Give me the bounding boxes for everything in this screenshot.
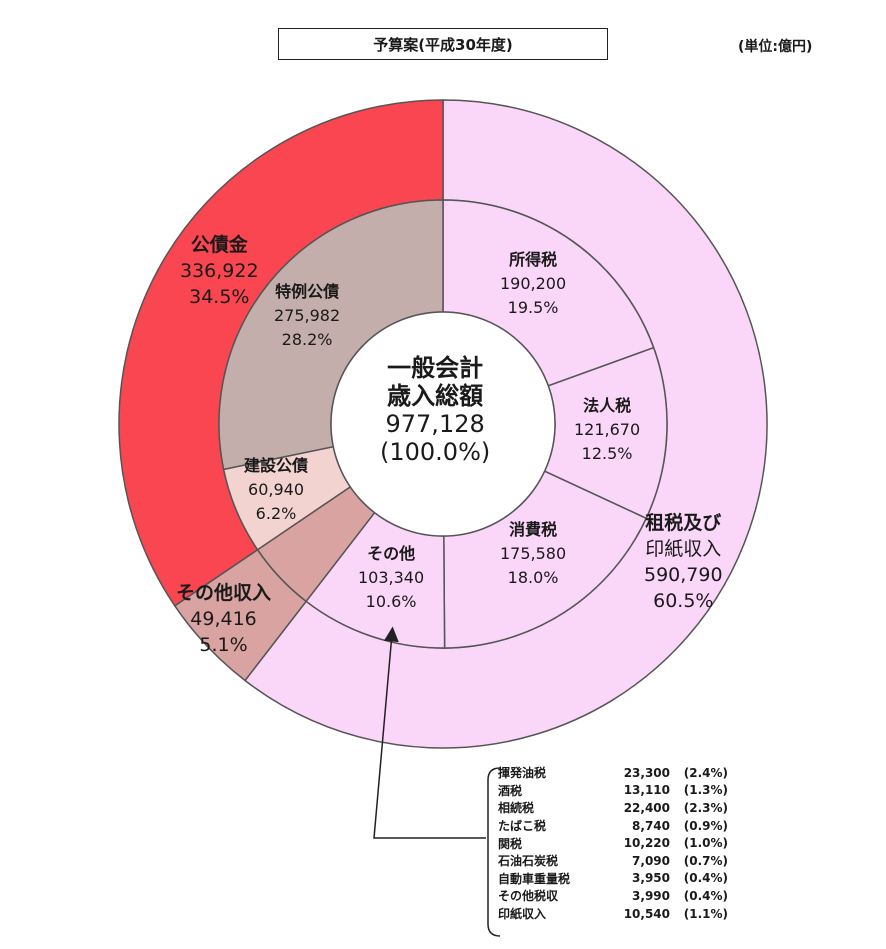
breakdown-name: たばこ税 <box>498 819 547 834</box>
breakdown-value: 7,090 <box>632 853 670 868</box>
breakdown-name: 酒税 <box>498 783 523 798</box>
chart-title: 予算案(平成30年度) <box>278 28 608 60</box>
breakdown-percent: (2.3%) <box>683 800 728 815</box>
breakdown-percent: (0.9%) <box>683 818 728 833</box>
label-kousaikin: 公債金 336,922 34.5% <box>180 234 259 308</box>
breakdown-percent: (0.7%) <box>683 853 728 868</box>
breakdown-value: 23,300 <box>623 765 670 780</box>
breakdown-row: その他税収 3,990 (0.4%) <box>498 887 728 905</box>
breakdown-row: 揮発油税 23,300 (2.4%) <box>498 764 728 782</box>
breakdown-brace <box>487 767 501 937</box>
label-sonota-tax: その他 103,340 10.6% <box>358 544 425 611</box>
breakdown-value: 3,990 <box>632 888 670 903</box>
breakdown-value: 10,220 <box>623 836 670 851</box>
breakdown-row: 酒税 13,110 (1.3%) <box>498 782 728 800</box>
label-houjin: 法人税 121,670 12.5% <box>574 396 641 463</box>
label-kensetsu: 建設公債 60,940 6.2% <box>244 456 309 523</box>
unit-label: (単位:億円) <box>738 39 813 55</box>
breakdown-name: 関税 <box>498 836 523 851</box>
breakdown-row: 相続税 22,400 (2.3%) <box>498 799 728 817</box>
breakdown-row: 印紙収入 10,540 (1.1%) <box>498 905 728 923</box>
breakdown-row: 関税 10,220 (1.0%) <box>498 834 728 852</box>
breakdown-value: 22,400 <box>623 800 670 815</box>
breakdown-percent: (1.0%) <box>683 836 728 851</box>
breakdown-name: 相続税 <box>498 801 535 816</box>
breakdown-name: 印紙収入 <box>498 907 547 922</box>
breakdown-value: 3,950 <box>632 871 670 886</box>
breakdown-row: 自動車重量税 3,950 (0.4%) <box>498 870 728 888</box>
breakdown-percent: (0.4%) <box>683 888 728 903</box>
breakdown-name: その他税収 <box>498 889 559 904</box>
breakdown-name: 揮発油税 <box>498 766 547 781</box>
label-shouhi: 消費税 175,580 18.0% <box>500 520 567 587</box>
breakdown-percent: (1.1%) <box>683 906 728 921</box>
other-tax-breakdown: 揮発油税 23,300 (2.4%) 酒税 13,110 (1.3%) 相続税 22,400 (… <box>498 764 728 922</box>
label-sonota-shunyu: その他収入 49,416 5.1% <box>176 582 272 656</box>
breakdown-row: 石油石炭税 7,090 (0.7%) <box>498 852 728 870</box>
label-tokurei: 特例公債 275,982 28.2% <box>274 282 341 349</box>
breakdown-name: 石油石炭税 <box>498 854 559 869</box>
breakdown-name: 自動車重量税 <box>498 871 571 886</box>
label-sozei: 租税及び 印紙収入 590,790 60.5% <box>644 512 723 612</box>
center-total-label: 一般会計 歳入総額 977,128 (100.0%) <box>380 354 491 466</box>
breakdown-value: 10,540 <box>623 906 670 921</box>
breakdown-percent: (2.4%) <box>683 765 728 780</box>
breakdown-value: 8,740 <box>632 818 670 833</box>
breakdown-percent: (0.4%) <box>683 871 728 886</box>
center-hole <box>330 311 556 537</box>
breakdown-percent: (1.3%) <box>683 783 728 798</box>
breakdown-row: たばこ税 8,740 (0.9%) <box>498 817 728 835</box>
breakdown-value: 13,110 <box>623 783 670 798</box>
label-shotoku: 所得税 190,200 19.5% <box>500 250 567 317</box>
